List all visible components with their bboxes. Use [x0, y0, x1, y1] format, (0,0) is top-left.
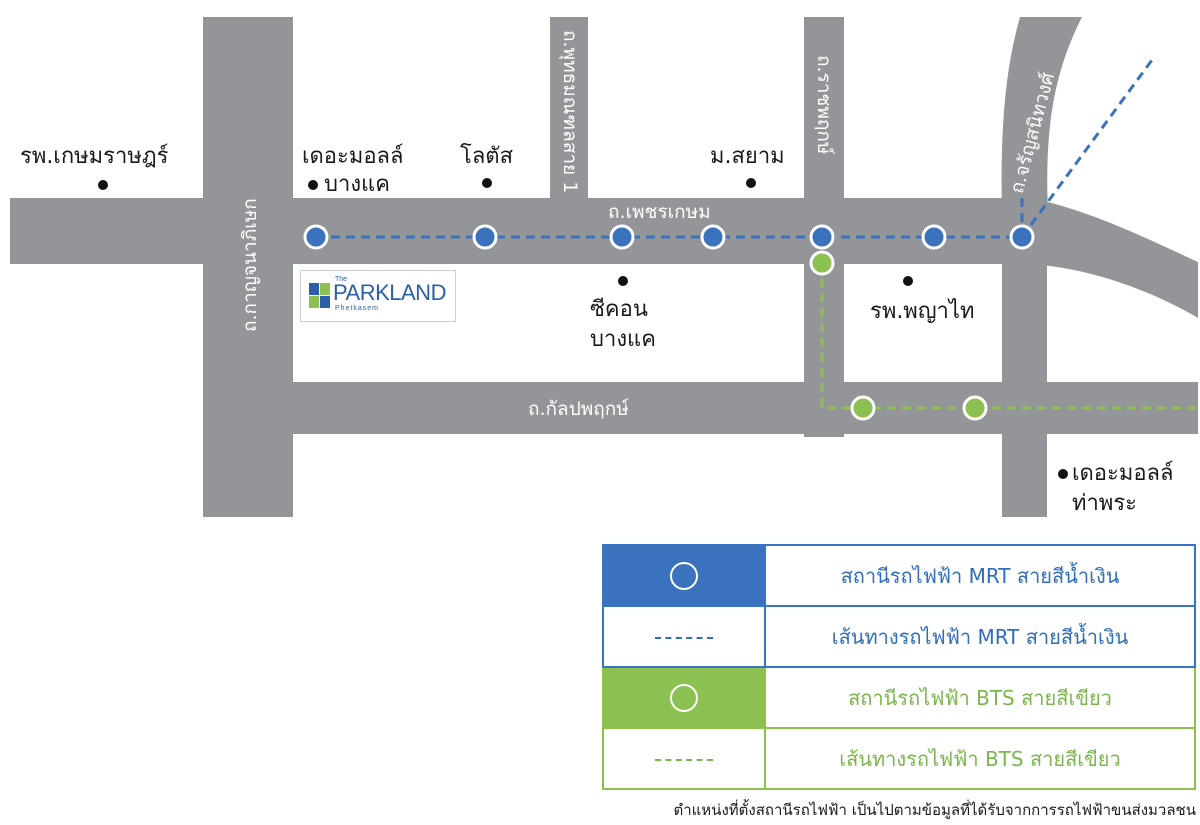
place-dot-lotus [482, 178, 492, 188]
place-the-mall-thapra-line2: ท่าพระ [1072, 491, 1137, 516]
place-the-mall-thapra-line1: เดอะมอลล์ [1072, 461, 1174, 486]
legend-symbol-cell [602, 727, 766, 790]
parkland-logo-sub: Phetkasem [335, 305, 380, 312]
place-the-mall-bangkhae-line1: เดอะมอลล์ [302, 144, 404, 169]
road-charansanitwong-south [1002, 240, 1047, 517]
bts-station-circle-icon [670, 683, 698, 712]
mrt-station [921, 224, 947, 250]
road-phetkasem [10, 198, 1035, 264]
legend-label: สถานีรถไฟฟ้า MRT สายสีน้ำเงิน [764, 544, 1196, 607]
place-dot-kasemrad [98, 180, 108, 190]
place-phyathai-hospital: รพ.พญาไท [870, 299, 975, 324]
mrt-station [472, 224, 498, 250]
bts-route [820, 263, 1198, 410]
mrt-station [609, 224, 635, 250]
place-dot-the-mall-thapra [1058, 469, 1068, 479]
road-phetkasem-east [1030, 198, 1198, 318]
legend-symbol-cell [602, 605, 766, 668]
legend-label: เส้นทางรถไฟฟ้า BTS สายสีเขียว [764, 727, 1196, 790]
footnote: ตำแหน่งที่ตั้งสถานีรถไฟฟ้า เป็นไปตามข้อม… [673, 801, 1196, 819]
place-dot-the-mall-bangkhae [308, 180, 318, 190]
road-phutthamonthon-sai-1 [550, 17, 588, 202]
legend-symbol-cell [602, 544, 766, 607]
bts-stations [809, 250, 988, 421]
parkland-logo-mark-icon [309, 283, 331, 309]
road-label-kanchanaphisek: ถ.กาญจนาภิเษก [239, 198, 261, 332]
mrt-dashed-line-icon [655, 636, 713, 639]
bts-station [962, 395, 988, 421]
parkland-logo-name: PARKLAND [333, 280, 446, 305]
road-label-phutthamonthon-sai-1: ถ.พุทธมณฑลสาย 1 [559, 30, 581, 194]
legend-row-bts-route: เส้นทางรถไฟฟ้า BTS สายสีเขียว [602, 727, 1196, 790]
mrt-route-branch-b [1020, 59, 1154, 238]
bts-station [850, 395, 876, 421]
mrt-station [303, 224, 329, 250]
place-dot-seacon [618, 276, 628, 286]
legend-table: สถานีรถไฟฟ้า MRT สายสีน้ำเงิน เส้นทางรถไ… [602, 544, 1196, 790]
roads [10, 17, 1198, 517]
legend-row-bts-station: สถานีรถไฟฟ้า BTS สายสีเขียว [602, 666, 1196, 729]
mrt-station [809, 224, 835, 250]
legend-symbol-cell [602, 666, 766, 729]
mrt-station-circle-icon [670, 561, 698, 590]
place-dot-siam-university [746, 178, 756, 188]
place-dot-phyathai-hospital [903, 276, 913, 286]
parkland-logo: The PARKLAND Phetkasem [300, 270, 456, 322]
road-label-kanlapaphruek: ถ.กัลปพฤกษ์ [528, 398, 629, 420]
place-the-mall-bangkhae-line2: บางแค [324, 172, 390, 197]
legend-row-mrt-station: สถานีรถไฟฟ้า MRT สายสีน้ำเงิน [602, 544, 1196, 607]
mrt-station [1009, 224, 1035, 250]
bts-line [820, 263, 1198, 410]
place-lotus: โลตัส [460, 144, 514, 169]
bts-dashed-line-icon [655, 758, 713, 761]
road-kanlapaphruek [203, 382, 1198, 434]
parkland-logo-small: The [335, 276, 348, 283]
place-seacon-line2: บางแค [590, 327, 656, 352]
road-label-phetkasem: ถ.เพชรเกษม [608, 201, 711, 223]
mrt-station [700, 224, 726, 250]
road-label-ratchaphruek: ถ.ราชพฤกษ์ [813, 55, 835, 155]
legend-label: เส้นทางรถไฟฟ้า MRT สายสีน้ำเงิน [764, 605, 1196, 668]
legend-row-mrt-route: เส้นทางรถไฟฟ้า MRT สายสีน้ำเงิน [602, 605, 1196, 668]
place-siam-university: ม.สยาม [710, 144, 785, 169]
mrt-stations [303, 224, 1035, 250]
place-seacon-line1: ซีคอน [590, 297, 648, 322]
legend-label: สถานีรถไฟฟ้า BTS สายสีเขียว [764, 666, 1196, 729]
place-kasemrad-hospital: รพ.เกษมราษฎร์ [20, 144, 169, 169]
bts-station [809, 250, 835, 276]
